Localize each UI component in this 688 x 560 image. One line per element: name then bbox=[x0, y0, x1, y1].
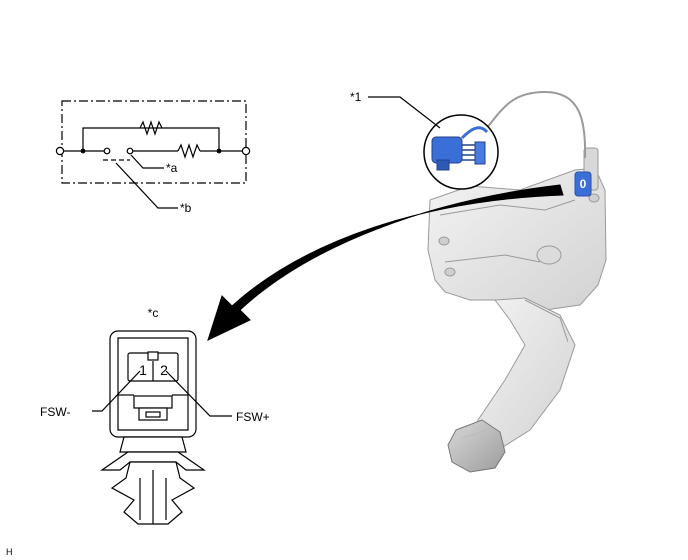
connector-pin-1: 1 bbox=[139, 362, 147, 378]
connector-key bbox=[147, 351, 159, 361]
switch-schematic bbox=[55, 100, 251, 209]
pointer-arrow bbox=[207, 184, 564, 341]
connector-collar bbox=[119, 436, 187, 453]
leader-fsw-minus bbox=[92, 370, 141, 412]
callout-b: *b bbox=[180, 201, 192, 215]
leader-fsw-plus bbox=[165, 370, 232, 417]
terminal-left bbox=[55, 146, 65, 156]
sensor-tag-label: 0 bbox=[580, 177, 587, 191]
terminal-label-fsw-plus: FSW+ bbox=[236, 410, 270, 424]
connector-outer-shell bbox=[109, 330, 197, 438]
switch-cable bbox=[481, 90, 587, 159]
leader-a bbox=[130, 154, 164, 169]
lower-resistor bbox=[177, 143, 201, 159]
schematic-boundary bbox=[61, 100, 247, 184]
leader-1 bbox=[368, 96, 441, 129]
terminal-label-fsw-minus: FSW- bbox=[40, 405, 70, 419]
terminal-right bbox=[241, 146, 251, 156]
sensor-tag bbox=[574, 171, 592, 197]
upper-resistor bbox=[139, 120, 163, 136]
leader-b bbox=[115, 162, 178, 209]
connector-pin-2: 2 bbox=[160, 362, 168, 378]
switch-contact-left bbox=[103, 147, 111, 155]
callout-1: *1 bbox=[350, 90, 362, 104]
callout-a: *a bbox=[166, 161, 178, 175]
pedal-pad bbox=[447, 419, 506, 473]
callout-c: *c bbox=[148, 306, 159, 320]
connector-latch bbox=[100, 451, 206, 471]
switch-contact-right bbox=[126, 147, 134, 155]
switch-detail-magnifier bbox=[423, 114, 499, 190]
upper-branch-wire bbox=[82, 127, 220, 151]
connector-face bbox=[100, 330, 206, 525]
corner-code: H bbox=[6, 547, 13, 557]
